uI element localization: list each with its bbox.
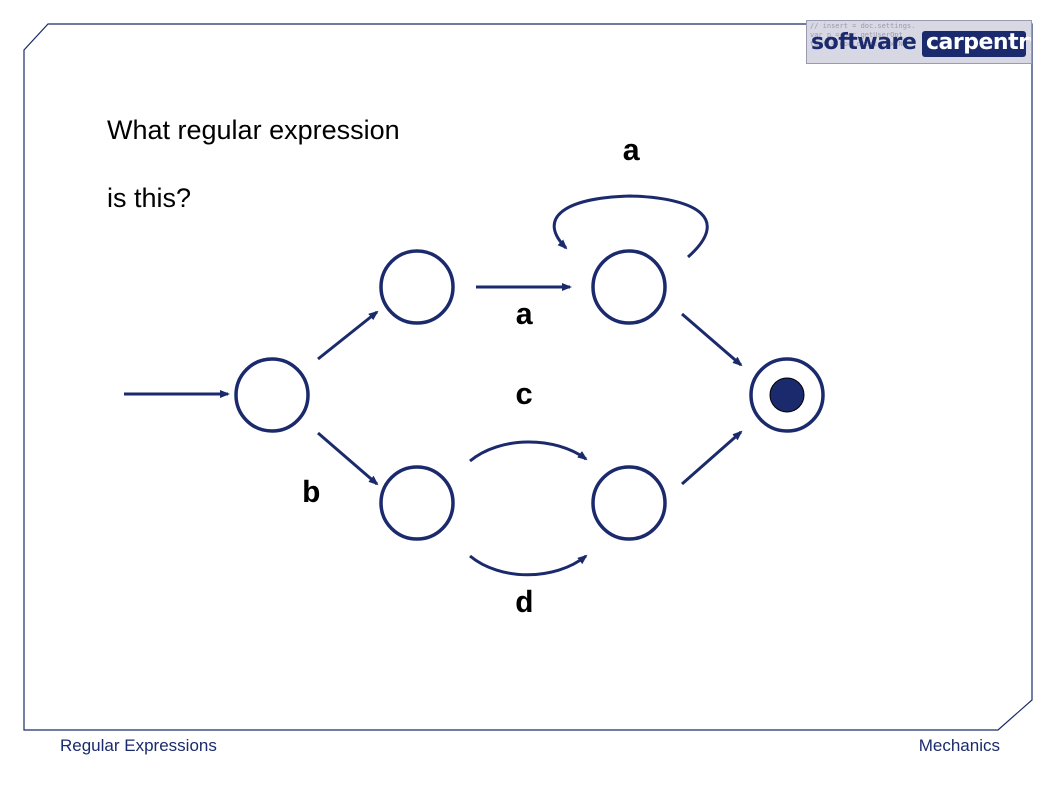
footer-right: Mechanics: [918, 736, 1000, 755]
state-accept-inner: [769, 377, 805, 413]
state-lower-right: [591, 465, 667, 541]
edge-label-lower-left: b: [302, 477, 321, 512]
edge-label-middle: c: [515, 379, 534, 414]
edge-label-lower: d: [515, 587, 534, 622]
logo-word-box: [922, 31, 1026, 57]
arrow-lower-to-accept: [681, 430, 743, 486]
state-start: [234, 357, 310, 433]
state-upper-right: [591, 249, 667, 325]
question-line-1: What regular expression: [107, 115, 400, 145]
software-carpentry-logo: // insert = doc.settings. var p = doc.ge…: [806, 20, 1032, 64]
logo-word-software: software: [811, 30, 917, 55]
arrow-start-to-lower: [317, 431, 379, 486]
arrow-self-loop-a: [552, 194, 709, 259]
state-lower-left: [379, 465, 455, 541]
edge-label-upper: a: [515, 299, 534, 334]
arrow-upper-to-accept: [681, 312, 743, 367]
logo-background-code: // insert = doc.settings. var p = doc.ge…: [810, 22, 916, 48]
arrow-start-to-upper: [317, 310, 379, 361]
arrow-lower-c: [469, 440, 588, 463]
edge-label-self-loop: a: [622, 135, 641, 170]
logo-word-carpentry: carpentry: [926, 30, 1032, 55]
arrow-lower-d: [469, 554, 588, 577]
footer-left: Regular Expressions: [60, 736, 217, 755]
question-line-2: is this?: [107, 183, 192, 213]
state-upper-left: [379, 249, 455, 325]
